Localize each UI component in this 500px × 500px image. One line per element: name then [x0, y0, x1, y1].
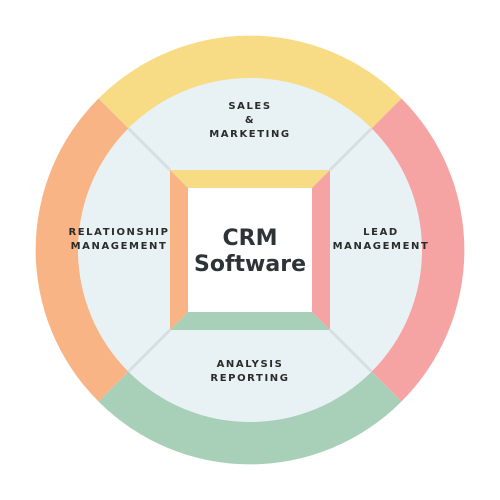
- center-square: [188, 188, 312, 312]
- divider-bottom-right: [328, 328, 373, 373]
- center-title-line2: Software: [194, 252, 306, 277]
- frame-bottom: [170, 312, 330, 330]
- label-analysis-reporting: ANALYSIS REPORTING: [210, 359, 290, 384]
- center-title-line1: CRM: [222, 226, 278, 251]
- label-relationship-management: RELATIONSHIP MANAGEMENT: [68, 227, 170, 252]
- ring-segment-relationship-management: [35, 98, 129, 402]
- divider-top-right: [328, 127, 373, 172]
- divider-bottom-left: [127, 328, 172, 373]
- ring-segment-sales-marketing: [98, 35, 402, 129]
- center-title: CRM Software: [188, 226, 312, 278]
- ring-segment-analysis-reporting: [98, 371, 402, 465]
- frame-left: [170, 170, 188, 330]
- divider-top-left: [127, 127, 172, 172]
- frame-right: [312, 170, 330, 330]
- diagonal-dividers: [127, 127, 373, 373]
- label-lead-management: LEAD MANAGEMENT: [332, 227, 430, 252]
- label-sales-marketing: SALES & MARKETING: [209, 101, 291, 140]
- frame-top: [170, 170, 330, 188]
- ring-segment-lead-management: [371, 98, 465, 402]
